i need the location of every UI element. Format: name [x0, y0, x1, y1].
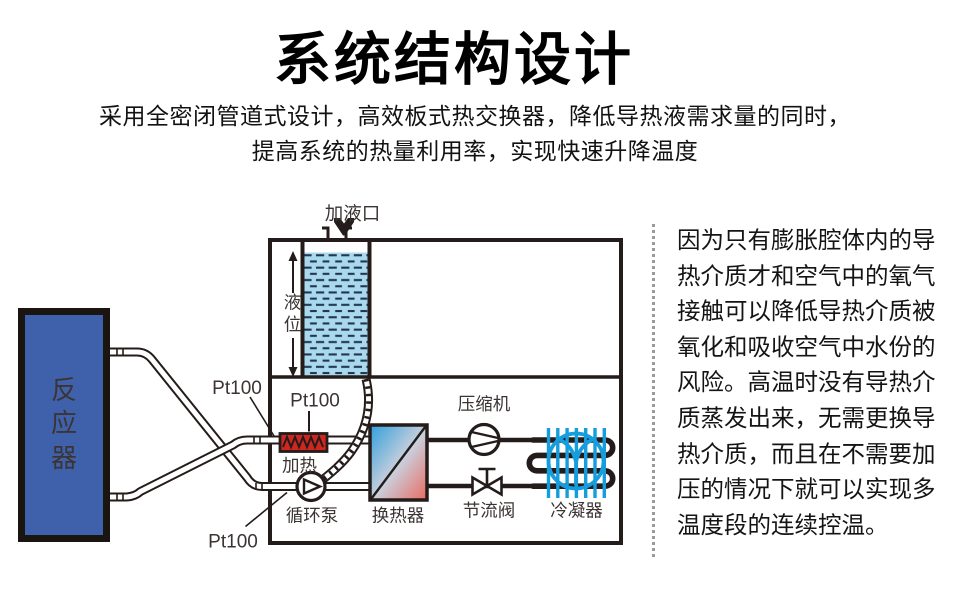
- reactor: 反 应 器: [18, 308, 110, 542]
- pt100-mid-label: Pt100: [290, 391, 340, 412]
- pipe-reactor-out: [110, 347, 303, 491]
- paragraph-line: 热介质才和空气中的氧气: [677, 262, 936, 289]
- condenser-icon: [526, 428, 616, 498]
- hose-tank-pump: [318, 377, 374, 485]
- fan-icon: [546, 431, 606, 491]
- reactor-label-char: 器: [51, 443, 77, 473]
- description-paragraph: 因为只有膨胀腔体内的导 热介质才和空气中的氧气 接触可以降低导热介质被 氧化和吸…: [677, 223, 955, 543]
- system-diagram: 加液口 液 位: [0, 190, 660, 576]
- pt100-left-label: Pt100: [212, 378, 262, 399]
- fill-port-label: 加液口: [325, 203, 381, 224]
- pump-icon: [295, 470, 327, 503]
- subtitle: 采用全密闭管道式设计，高效板式热交换器，降低导热液需求量的同时， 提高系统的热量…: [0, 99, 950, 169]
- throttle-valve-icon: [471, 467, 503, 497]
- heat-exchanger-label: 换热器: [372, 506, 425, 526]
- pt100-left-pointer: [249, 396, 275, 437]
- heater-icon: [278, 432, 329, 453]
- paragraph-line: 风险。高温时没有导热介: [677, 369, 936, 396]
- page-title: 系统结构设计: [274, 28, 634, 92]
- heater-label: 加热: [282, 456, 317, 476]
- fill-port-arrow-icon: [334, 218, 354, 236]
- expansion-tank: [300, 240, 372, 377]
- liquid-level-label-char: 位: [284, 315, 302, 335]
- condenser-label: 冷凝器: [550, 501, 603, 521]
- subtitle-line: 提高系统的热量利用率，实现快速升降温度: [251, 138, 699, 164]
- compressor-label: 压缩机: [458, 394, 511, 414]
- paragraph-line: 氧化和吸收空气中水份的: [677, 333, 936, 360]
- pipe-union-ticks: [116, 348, 263, 501]
- dotted-divider: [652, 224, 655, 557]
- pt100-bottom-pointer: [244, 491, 288, 528]
- level-arrow: [288, 251, 298, 377]
- reactor-label-char: 应: [51, 408, 77, 438]
- reactor-label-char: 反: [51, 375, 77, 405]
- paragraph-line: 温度段的连续控温。: [677, 511, 889, 538]
- pipe-reactor-in: [110, 435, 285, 502]
- paragraph-line: 因为只有膨胀腔体内的导: [677, 227, 936, 253]
- throttle-valve-label: 节流阀: [463, 501, 516, 521]
- paragraph-line: 质蒸发出来，无需更换导: [677, 404, 936, 431]
- compressor-icon: [467, 422, 501, 457]
- heat-exchanger-icon: [368, 423, 429, 502]
- subtitle-line: 采用全密闭管道式设计，高效板式热交换器，降低导热液需求量的同时，: [99, 103, 851, 129]
- pt100-bottom-label: Pt100: [208, 532, 258, 553]
- pump-label: 循环泵: [286, 506, 339, 526]
- tank-liquid: [304, 252, 368, 377]
- paragraph-line: 接触可以降低导热介质被: [677, 298, 936, 325]
- paragraph-line: 压的情况下就可以实现多: [677, 476, 936, 503]
- paragraph-line: 热介质，而且在不需要加: [677, 440, 936, 467]
- liquid-level-label-char: 液: [284, 293, 302, 313]
